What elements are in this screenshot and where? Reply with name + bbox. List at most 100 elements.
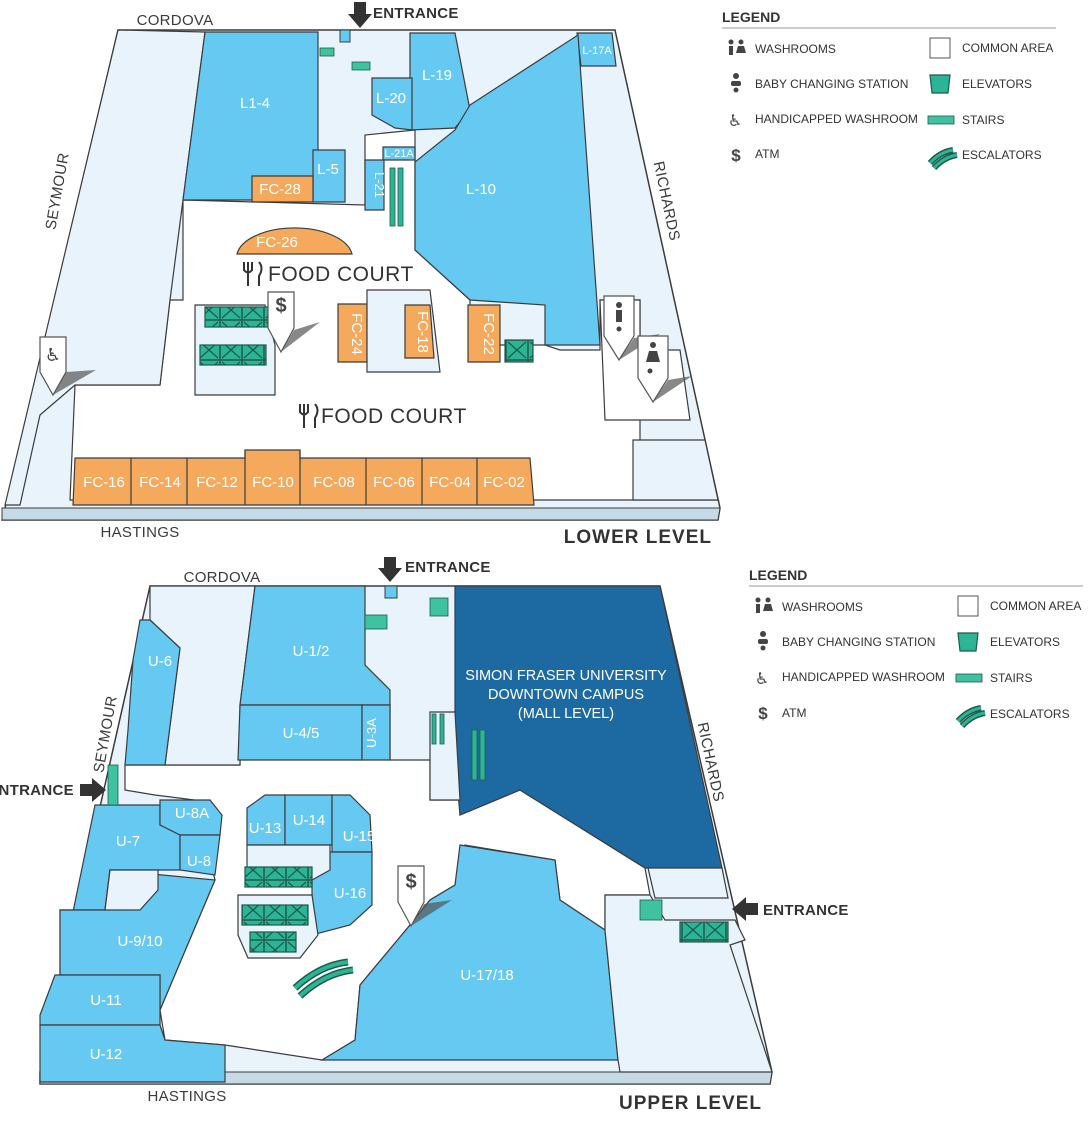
- atm-icon: $: [397, 865, 452, 928]
- legend-item: ESCALATORS: [962, 148, 1042, 162]
- legend-title: LEGEND: [749, 567, 807, 583]
- entrance-label: ENTRANCE: [373, 5, 459, 22]
- legend-item: HANDICAPPED WASHROOM: [782, 670, 945, 684]
- street-label: HASTINGS: [147, 1088, 226, 1105]
- legend-item: ELEVATORS: [962, 77, 1032, 91]
- legend-upper: LEGEND WASHROOMS BABY CHANGING STATION ♿…: [749, 567, 1083, 729]
- food-court-icon: [299, 403, 319, 428]
- lower-level-map: $ ♿: [1, 2, 721, 548]
- unit-label: L-10: [466, 181, 496, 198]
- svg-text:$: $: [275, 295, 286, 317]
- unit-label: U-1/2: [293, 643, 330, 660]
- legend-item: ELEVATORS: [990, 635, 1060, 649]
- washroom-women-icon: [637, 335, 692, 404]
- sfu-label: DOWNTOWN CAMPUS: [488, 687, 644, 703]
- legend-item: ESCALATORS: [990, 707, 1070, 721]
- escalators-icon: [927, 147, 958, 171]
- escalators-icon: [955, 705, 986, 729]
- unit-fc-18[interactable]: [404, 304, 435, 359]
- unit-l-20[interactable]: [371, 77, 413, 131]
- legend-lower: LEGEND WASHROOMS BABY CHANGING STATION ♿…: [722, 9, 1056, 171]
- svg-text:♿: ♿: [45, 345, 61, 365]
- unit-label: FC-18: [414, 311, 431, 353]
- common-area-swatch: [957, 595, 979, 617]
- unit-label: L-5: [317, 161, 339, 178]
- legend-item: WASHROOMS: [782, 600, 863, 614]
- unit-label: L-21: [372, 172, 387, 198]
- street-label: CORDOVA: [137, 12, 214, 29]
- legend-item: WASHROOMS: [755, 42, 836, 56]
- unit-fc-22[interactable]: [467, 304, 501, 363]
- unit-label: FC-28: [259, 181, 301, 198]
- legend-item: STAIRS: [962, 113, 1004, 127]
- food-court-label: FOOD COURT: [321, 405, 467, 428]
- common-area-swatch: [929, 37, 951, 59]
- food-court-icon: [243, 261, 263, 286]
- unit-label: U-3A: [364, 718, 379, 748]
- unit-label: U-4/5: [283, 725, 320, 742]
- legend-item: STAIRS: [990, 671, 1032, 685]
- unit-label: FC-16: [83, 474, 125, 491]
- atm-icon: $: [731, 146, 741, 165]
- unit-l-21a[interactable]: [382, 146, 416, 161]
- unit-label: FC-10: [252, 474, 294, 491]
- handicapped-washroom-icon: ♿: [39, 336, 96, 397]
- unit-label: FC-14: [139, 474, 181, 491]
- unit-label: U-15: [343, 828, 376, 845]
- level-title: UPPER LEVEL: [619, 1093, 762, 1114]
- handicapped-icon: ♿: [728, 113, 742, 130]
- unit-fc-26[interactable]: [236, 227, 353, 255]
- unit-u-3a[interactable]: [361, 704, 391, 761]
- legend-item: COMMON AREA: [962, 41, 1053, 55]
- entrance-label: ENTRANCE: [763, 902, 849, 919]
- unit-label: L-19: [422, 67, 452, 84]
- baby-changing-icon: [731, 73, 741, 93]
- unit-l-10[interactable]: [414, 33, 601, 346]
- unit-label: FC-04: [429, 474, 471, 491]
- unit-label: U-8A: [175, 805, 209, 822]
- street-label: SEYMOUR: [42, 151, 72, 231]
- legend-item: ATM: [782, 706, 806, 720]
- unit-l-21[interactable]: [364, 159, 385, 211]
- unit-label: L-17A: [582, 45, 612, 57]
- unit-label: FC-02: [483, 474, 525, 491]
- atm-icon: $: [267, 291, 320, 354]
- stairs-icon: [955, 673, 983, 683]
- sfu-label: (MALL LEVEL): [518, 706, 614, 722]
- unit-label: L-20: [376, 90, 406, 107]
- unit-label: U-14: [293, 812, 326, 829]
- baby-changing-icon: [758, 631, 768, 651]
- legend-item: COMMON AREA: [990, 599, 1081, 613]
- unit-label: U-8: [187, 853, 211, 870]
- unit-label: U-17/18: [460, 967, 513, 984]
- unit-u-15[interactable]: [331, 794, 373, 853]
- entrance-arrow-icon: [732, 897, 758, 921]
- unit-u-6[interactable]: [124, 619, 181, 766]
- unit-label: FC-08: [313, 474, 355, 491]
- handicapped-icon: ♿: [755, 671, 769, 688]
- unit-u-12[interactable]: [39, 1024, 226, 1083]
- sfu-label: SIMON FRASER UNIVERSITY: [465, 668, 667, 684]
- elevators-icon: [929, 74, 951, 94]
- legend-title: LEGEND: [722, 9, 780, 25]
- unit-label: FC-12: [196, 474, 238, 491]
- unit-fc-28[interactable]: [251, 175, 314, 203]
- legend-item: ATM: [755, 147, 779, 161]
- unit-label: U-9/10: [117, 933, 162, 950]
- washrooms-icon: [728, 39, 746, 55]
- unit-label: L1-4: [240, 95, 270, 112]
- unit-label: U-13: [249, 820, 282, 837]
- unit-label: FC-26: [256, 234, 298, 251]
- atm-icon: $: [758, 704, 768, 723]
- svg-text:$: $: [405, 871, 416, 893]
- unit-l1-4[interactable]: [182, 31, 319, 201]
- unit-label: U-11: [90, 992, 121, 1009]
- elevators-icon: [957, 632, 979, 652]
- unit-u-8[interactable]: [179, 834, 221, 876]
- unit-u-17-18[interactable]: [319, 844, 619, 1061]
- entrance-label: ENTRANCE: [0, 782, 74, 799]
- street-label: HASTINGS: [100, 524, 179, 541]
- entrance-label: ENTRANCE: [405, 559, 491, 576]
- legend-item: BABY CHANGING STATION: [755, 77, 908, 91]
